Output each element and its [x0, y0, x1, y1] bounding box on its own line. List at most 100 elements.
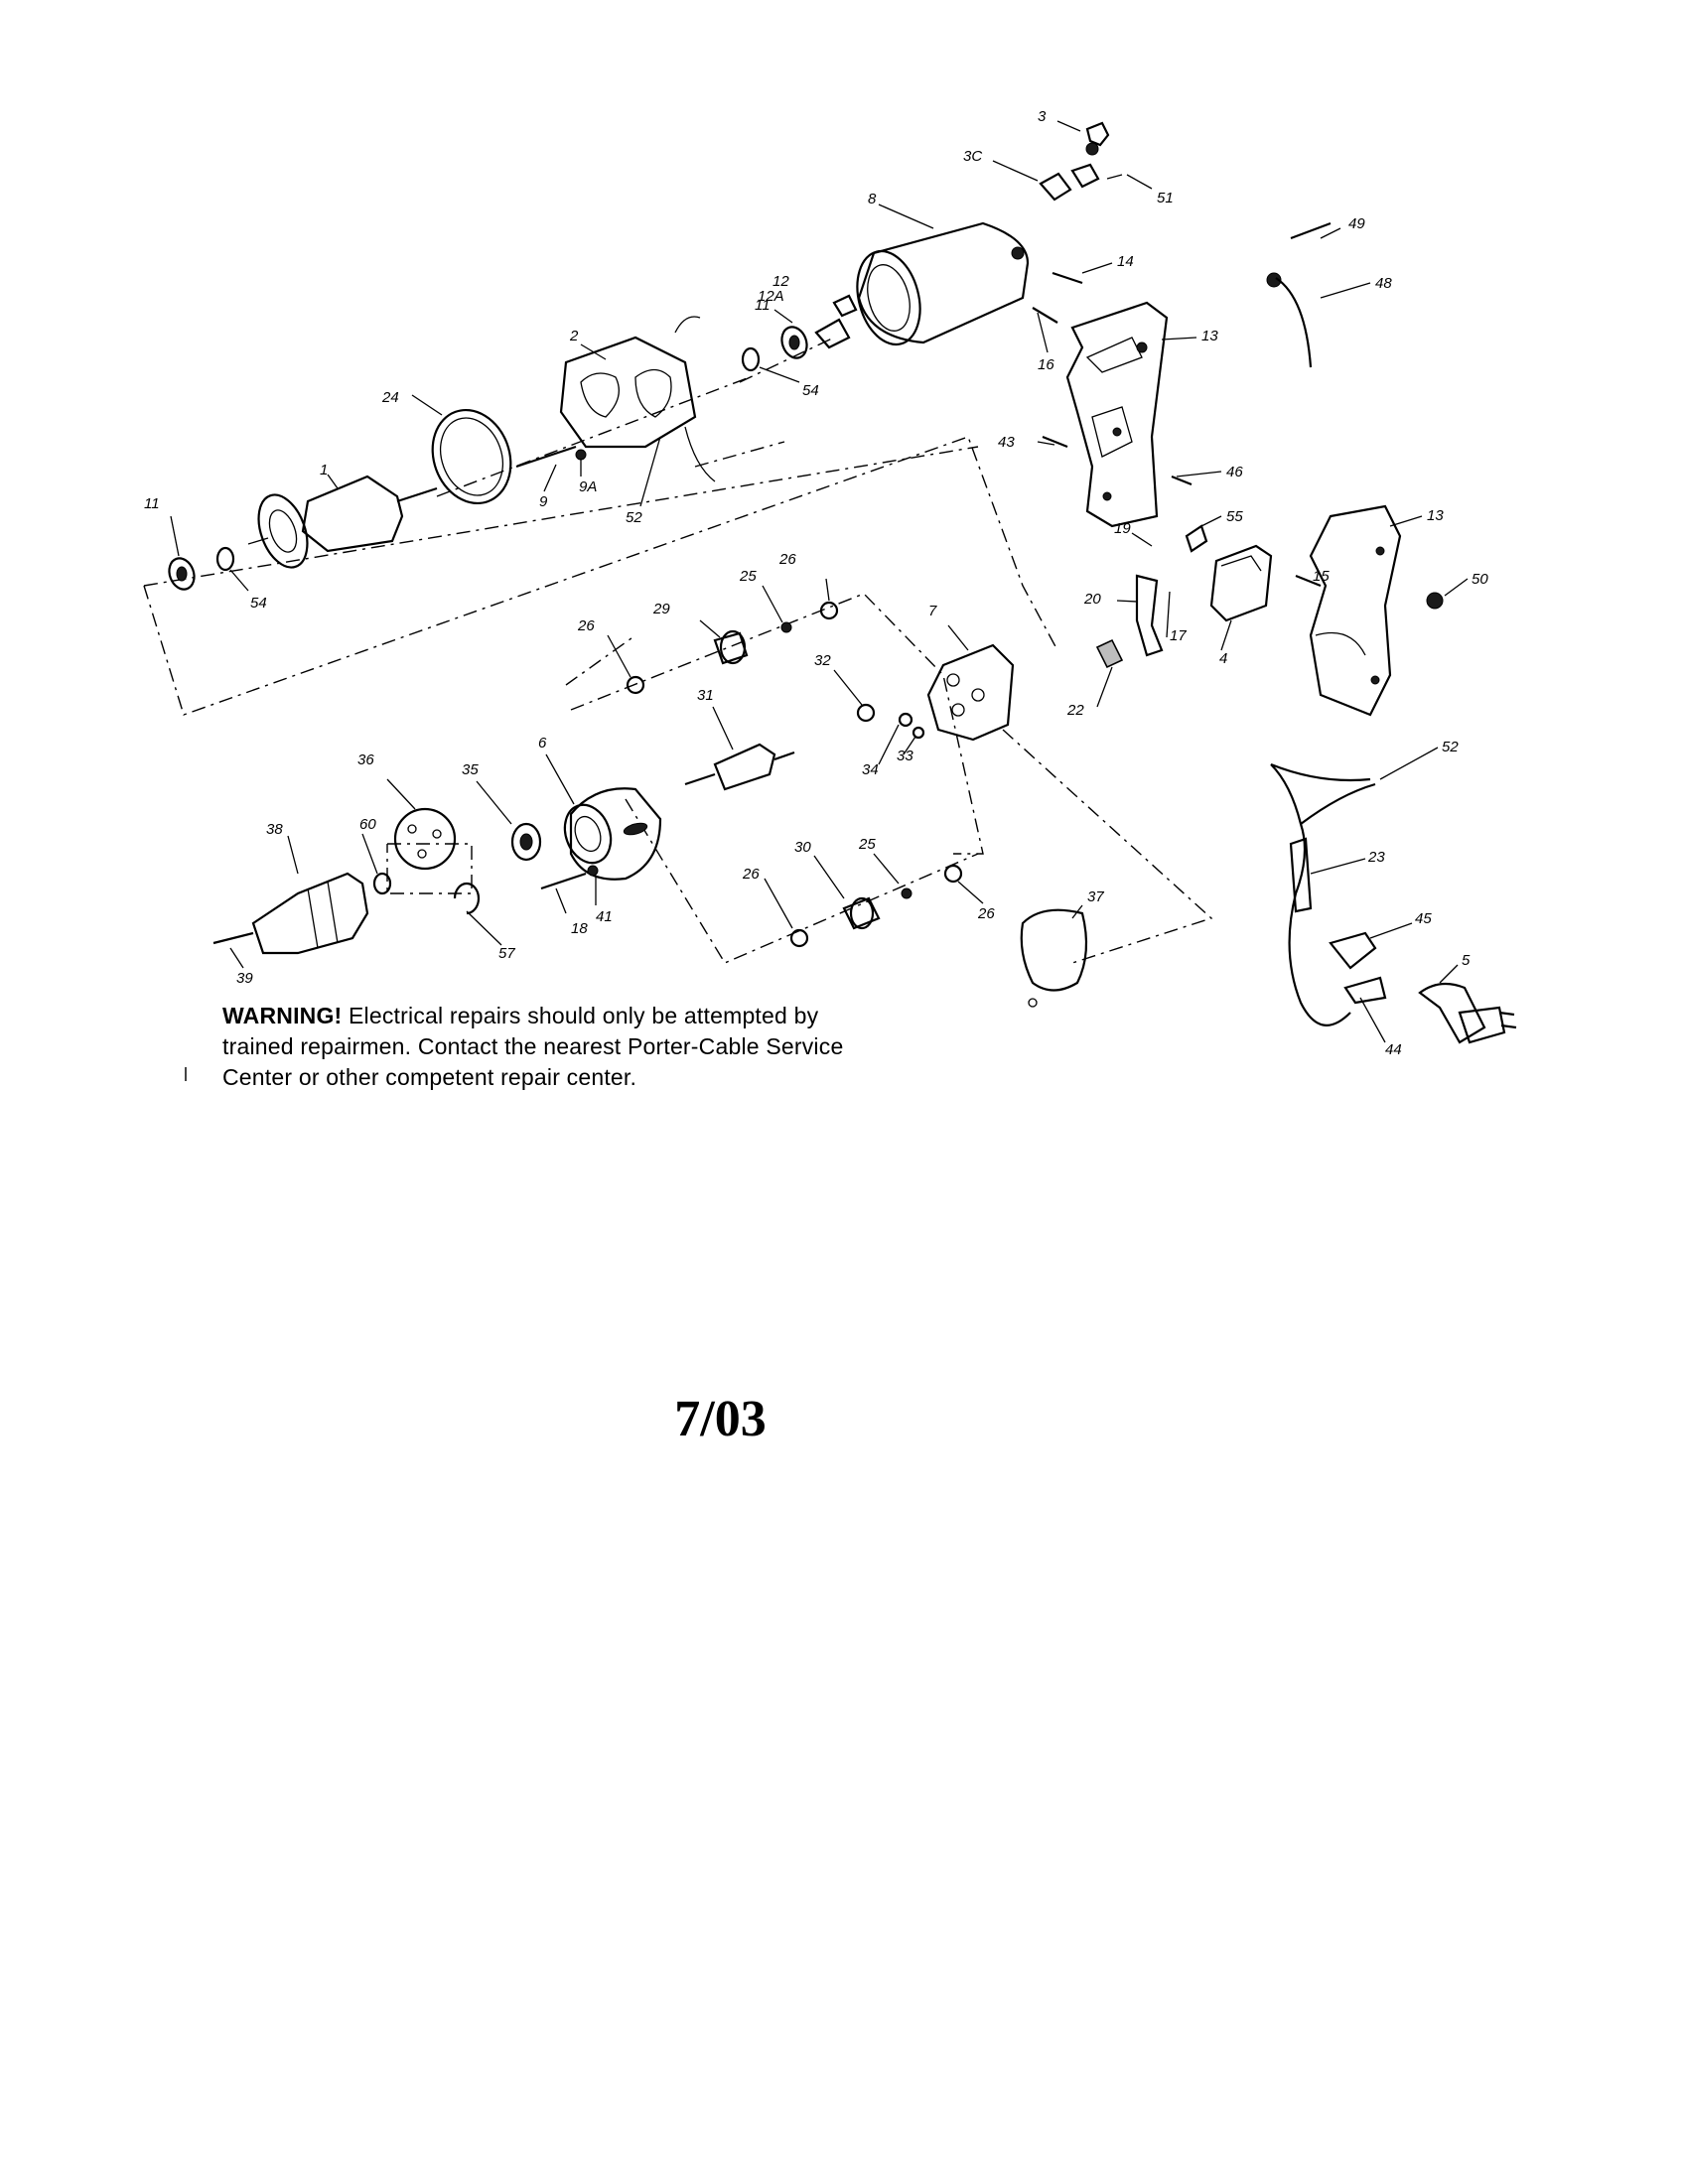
callout-43: 43 [998, 434, 1015, 451]
callout-60: 60 [359, 816, 376, 833]
callout-33: 33 [897, 748, 913, 764]
callout-39: 39 [236, 970, 253, 987]
callout-29: 29 [652, 601, 670, 617]
part-gasket-37 [1020, 908, 1088, 1008]
part-ring-60 [372, 872, 392, 895]
margin-mark [185, 1067, 187, 1081]
part-brush-12 [814, 294, 858, 349]
part-brush-holder-3c [1039, 163, 1123, 202]
callout-52-left: 52 [626, 509, 642, 526]
callout-19: 19 [1114, 520, 1131, 537]
callout-32: 32 [814, 652, 831, 669]
part-washer-54-left [215, 546, 235, 572]
callout-51: 51 [1157, 190, 1174, 206]
callout-13-right: 13 [1427, 507, 1444, 524]
callout-49: 49 [1348, 215, 1365, 232]
part-trigger-20 [1135, 574, 1164, 657]
warning-prefix: WARNING! [222, 1003, 343, 1028]
callout-54-right: 54 [802, 382, 819, 399]
callout-44: 44 [1385, 1041, 1402, 1058]
callout-8: 8 [868, 191, 877, 207]
part-gear-29 [713, 629, 749, 665]
part-field-2 [559, 316, 716, 482]
part-bearing-35 [510, 822, 542, 862]
callout-13-top: 13 [1201, 328, 1218, 344]
part-baffle-24 [431, 408, 512, 505]
callout-55: 55 [1226, 508, 1243, 525]
callout-41: 41 [596, 908, 613, 925]
part-bearing-11-right [780, 326, 808, 359]
callout-25-top: 25 [739, 568, 757, 585]
part-spindle-31 [684, 743, 795, 791]
part-motor-housing-8 [856, 221, 1030, 346]
callout-17: 17 [1170, 627, 1187, 644]
callout-labels: 3 3C 51 8 49 48 14 13 16 12 12A 11 54 2 … [144, 108, 1488, 1058]
callout-26-bottom-left: 26 [742, 866, 760, 883]
callout-46: 46 [1226, 464, 1243, 480]
callout-20: 20 [1083, 591, 1101, 608]
callout-9: 9 [539, 493, 548, 510]
callout-26-top: 26 [778, 551, 796, 568]
callout-34: 34 [862, 761, 879, 778]
callout-1: 1 [320, 462, 328, 478]
callout-31: 31 [697, 687, 714, 704]
callout-30: 30 [794, 839, 811, 856]
callout-52-right: 52 [1442, 739, 1459, 755]
callout-3c: 3C [963, 148, 982, 165]
callout-14: 14 [1117, 253, 1134, 270]
callout-4: 4 [1219, 650, 1227, 667]
assembly-guide-lines [143, 337, 1213, 964]
callout-48: 48 [1375, 275, 1392, 292]
callout-11-left: 11 [144, 495, 160, 512]
callout-23: 23 [1367, 849, 1385, 866]
part-plate-36 [393, 807, 457, 871]
callout-9a: 9A [579, 478, 597, 495]
part-strain-relief-48 [1275, 277, 1313, 368]
callout-12: 12 [772, 273, 789, 290]
part-lock-button-22 [1095, 638, 1124, 669]
revision-date: 7/03 [674, 1391, 767, 1447]
callout-7: 7 [928, 603, 937, 619]
part-switch-bracket-3 [1085, 121, 1110, 156]
callout-12a: 12A [758, 288, 784, 305]
callout-2: 2 [569, 328, 579, 344]
callout-25-bottom: 25 [858, 836, 876, 853]
callout-3: 3 [1038, 108, 1047, 125]
callout-11-right: 11 [755, 297, 771, 314]
part-handle-half-13 [1065, 301, 1169, 528]
callout-45: 45 [1415, 910, 1432, 927]
part-chuck-38 [212, 872, 369, 955]
callout-35: 35 [462, 761, 479, 778]
callout-26-left: 26 [577, 617, 595, 634]
part-retaining-ring-57 [453, 882, 481, 915]
callout-22: 22 [1066, 702, 1084, 719]
part-gear-30 [842, 896, 881, 930]
part-cord-set-23 [1270, 762, 1387, 1026]
part-pin-18 [540, 865, 599, 890]
callout-38: 38 [266, 821, 283, 838]
callout-26-bottom-right: 26 [977, 905, 995, 922]
callout-24: 24 [381, 389, 399, 406]
part-washer-50 [1426, 592, 1444, 610]
callout-6: 6 [538, 735, 547, 751]
callout-37: 37 [1087, 888, 1104, 905]
warning-body: Electrical repairs should only be attemp… [222, 1003, 844, 1090]
part-bearing-11-left [168, 557, 196, 591]
part-plug-5 [1418, 982, 1517, 1044]
part-switch-4 [1209, 544, 1273, 622]
callout-leaders [170, 120, 1469, 1043]
part-handle-half-13b [1309, 504, 1402, 717]
callout-5: 5 [1462, 952, 1471, 969]
warning-note: WARNING! Electrical repairs should only … [222, 1001, 878, 1093]
part-gear-case-7 [926, 643, 1015, 742]
part-spring-55 [1185, 524, 1208, 553]
part-washer-54-right [741, 346, 761, 372]
callout-57: 57 [498, 945, 515, 962]
callout-50: 50 [1472, 571, 1488, 588]
callout-18: 18 [571, 920, 588, 937]
callout-54-left: 54 [250, 595, 267, 612]
part-screws [515, 221, 1332, 588]
callout-16: 16 [1038, 356, 1054, 373]
callout-36: 36 [357, 751, 374, 768]
